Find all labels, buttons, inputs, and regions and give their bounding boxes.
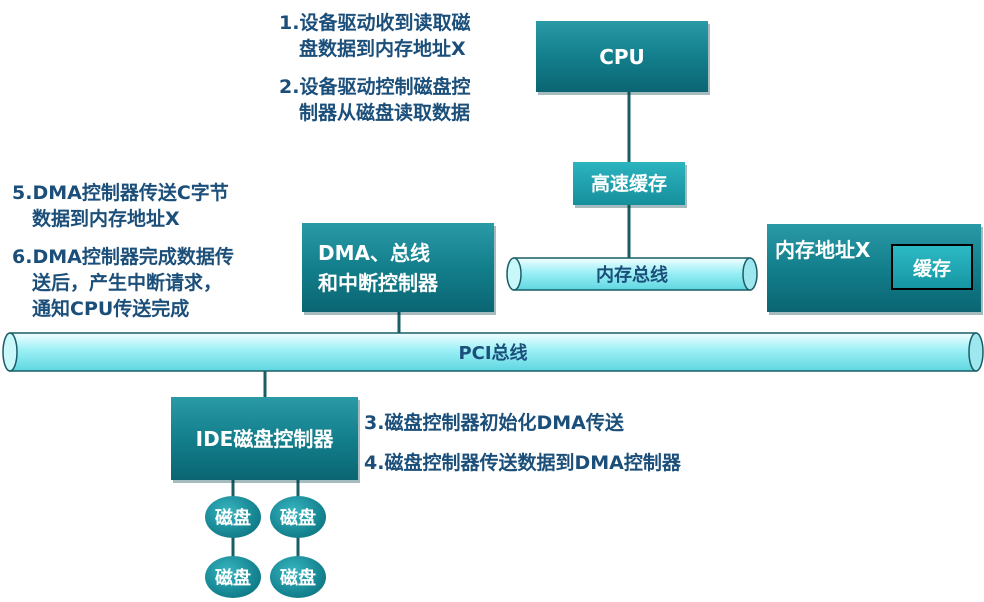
step-5-line1: 5.DMA控制器传送C字节 (12, 182, 229, 204)
step-2-note: 2.设备驱动控制磁盘控 制器从磁盘读取数据 (279, 74, 470, 126)
step-3-note: 3.磁盘控制器初始化DMA传送 (364, 410, 624, 436)
step-4-line: 4.磁盘控制器传送数据到DMA控制器 (364, 452, 681, 474)
step-6-line1: 6.DMA控制器完成数据传 (12, 246, 234, 268)
disk-3: 磁盘 (205, 556, 261, 598)
step-6-line2: 送后，产生中断请求， (32, 272, 223, 294)
disk-2: 磁盘 (270, 496, 326, 538)
disk-1: 磁盘 (205, 496, 261, 538)
cpu-label: CPU (599, 44, 645, 69)
memory-bus (506, 257, 758, 291)
pci-bus (2, 332, 984, 372)
dma-controller-label-line1: DMA、总线 (318, 240, 430, 265)
step-1-line2: 盘数据到内存地址X (299, 38, 466, 60)
memory-bus-label: 内存总线 (596, 265, 668, 286)
step-1-note: 1.设备驱动收到读取磁 盘数据到内存地址X (279, 10, 470, 62)
disk-2-label: 磁盘 (280, 508, 316, 529)
step-2-line1: 2.设备驱动控制磁盘控 (279, 76, 471, 98)
disk-4: 磁盘 (270, 556, 326, 598)
step-5-line2: 数据到内存地址X (32, 208, 180, 230)
disk-3-label: 磁盘 (215, 568, 251, 589)
dma-controller-box: DMA、总线 和中断控制器 (302, 223, 494, 312)
step-5-note: 5.DMA控制器传送C字节 数据到内存地址X (12, 180, 229, 232)
step-4-note: 4.磁盘控制器传送数据到DMA控制器 (364, 450, 681, 476)
dma-controller-label-line2: 和中断控制器 (318, 270, 438, 295)
disk-1-label: 磁盘 (215, 508, 251, 529)
memory-cache-box: 缓存 (891, 244, 973, 290)
memory-address-box: 内存地址X (767, 224, 981, 312)
memory-address-label: 内存地址X (775, 238, 871, 262)
disk-4-label: 磁盘 (280, 568, 316, 589)
step-6-note: 6.DMA控制器完成数据传 送后，产生中断请求， 通知CPU传送完成 (12, 244, 234, 322)
step-6-line3: 通知CPU传送完成 (32, 298, 190, 320)
pci-bus-label: PCI总线 (458, 343, 528, 364)
cache-box: 高速缓存 (573, 162, 685, 205)
ide-controller-label: IDE磁盘控制器 (195, 426, 334, 451)
memory-cache-label: 缓存 (912, 257, 951, 280)
step-3-line: 3.磁盘控制器初始化DMA传送 (364, 412, 624, 434)
step-1-line1: 1.设备驱动收到读取磁 (279, 12, 471, 34)
ide-controller-box: IDE磁盘控制器 (171, 397, 358, 480)
cpu-box: CPU (536, 21, 708, 92)
step-2-line2: 制器从磁盘读取数据 (299, 102, 471, 124)
cache-label: 高速缓存 (590, 172, 667, 195)
